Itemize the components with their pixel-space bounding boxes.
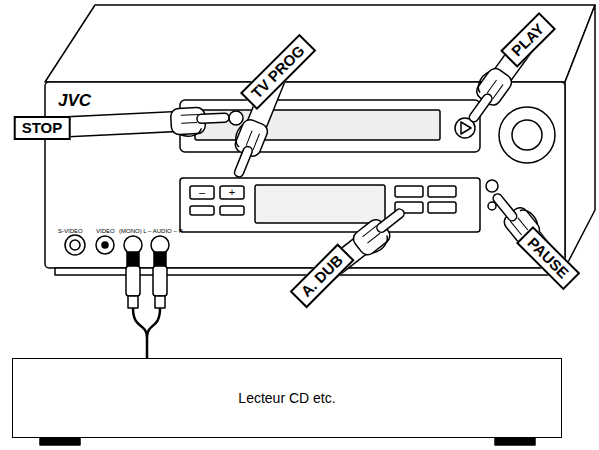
hand-finger <box>375 207 406 234</box>
brand-logo: JVC <box>58 92 91 109</box>
plug-tip <box>127 252 139 266</box>
jog-dial <box>512 120 542 150</box>
panel-button <box>395 186 423 197</box>
panel-button <box>428 202 456 213</box>
lcd-display <box>255 185 385 223</box>
hand-finger <box>491 192 518 223</box>
plug-body <box>126 266 140 296</box>
player-foot <box>495 437 535 445</box>
small-button <box>190 206 214 215</box>
video-jack <box>102 242 108 248</box>
play-symbol <box>461 122 471 134</box>
hand-finger <box>233 145 253 178</box>
s-video-jack <box>70 240 80 250</box>
vcr-side <box>565 5 595 268</box>
cd-player-box: Lecteur CD etc. <box>12 358 562 438</box>
audio-cable <box>133 308 160 358</box>
hand-finger <box>197 113 229 124</box>
hand-knuckles <box>245 131 259 151</box>
jack-label: VIDEO <box>96 228 115 234</box>
hand-finger <box>468 92 494 123</box>
vcr-front <box>45 82 565 268</box>
small-button <box>220 206 244 215</box>
plug-sleeve <box>155 296 165 308</box>
jack-label: (MONO) L – AUDIO – R <box>119 228 183 234</box>
hand-knuckles <box>181 114 199 123</box>
tape-slot <box>195 110 440 140</box>
minus-button <box>190 186 214 199</box>
button-symbol: – <box>199 187 205 198</box>
plug-sleeve <box>128 296 138 308</box>
video-jack <box>96 236 114 254</box>
hand-thumb <box>179 128 201 136</box>
button-tag: STOP <box>14 116 71 140</box>
jog-ring <box>499 107 555 163</box>
hand-knuckles <box>486 80 503 99</box>
player-foot <box>40 437 80 445</box>
jack-label: S-VIDEO <box>58 228 83 234</box>
node-text: STOP <box>22 119 63 136</box>
lower-panel <box>180 178 480 232</box>
plus-button <box>220 186 244 199</box>
panel-button <box>428 186 456 197</box>
stop-button <box>229 111 243 125</box>
plug-body <box>153 266 167 296</box>
hand-knuckles <box>362 226 381 243</box>
node-text: Lecteur CD etc. <box>238 390 335 406</box>
button-symbol: + <box>229 187 235 198</box>
pause-button <box>486 180 498 192</box>
plug-tip <box>154 252 166 266</box>
s-video-jack <box>65 235 85 255</box>
hand-thumb <box>232 124 247 147</box>
upper-panel <box>180 100 480 152</box>
